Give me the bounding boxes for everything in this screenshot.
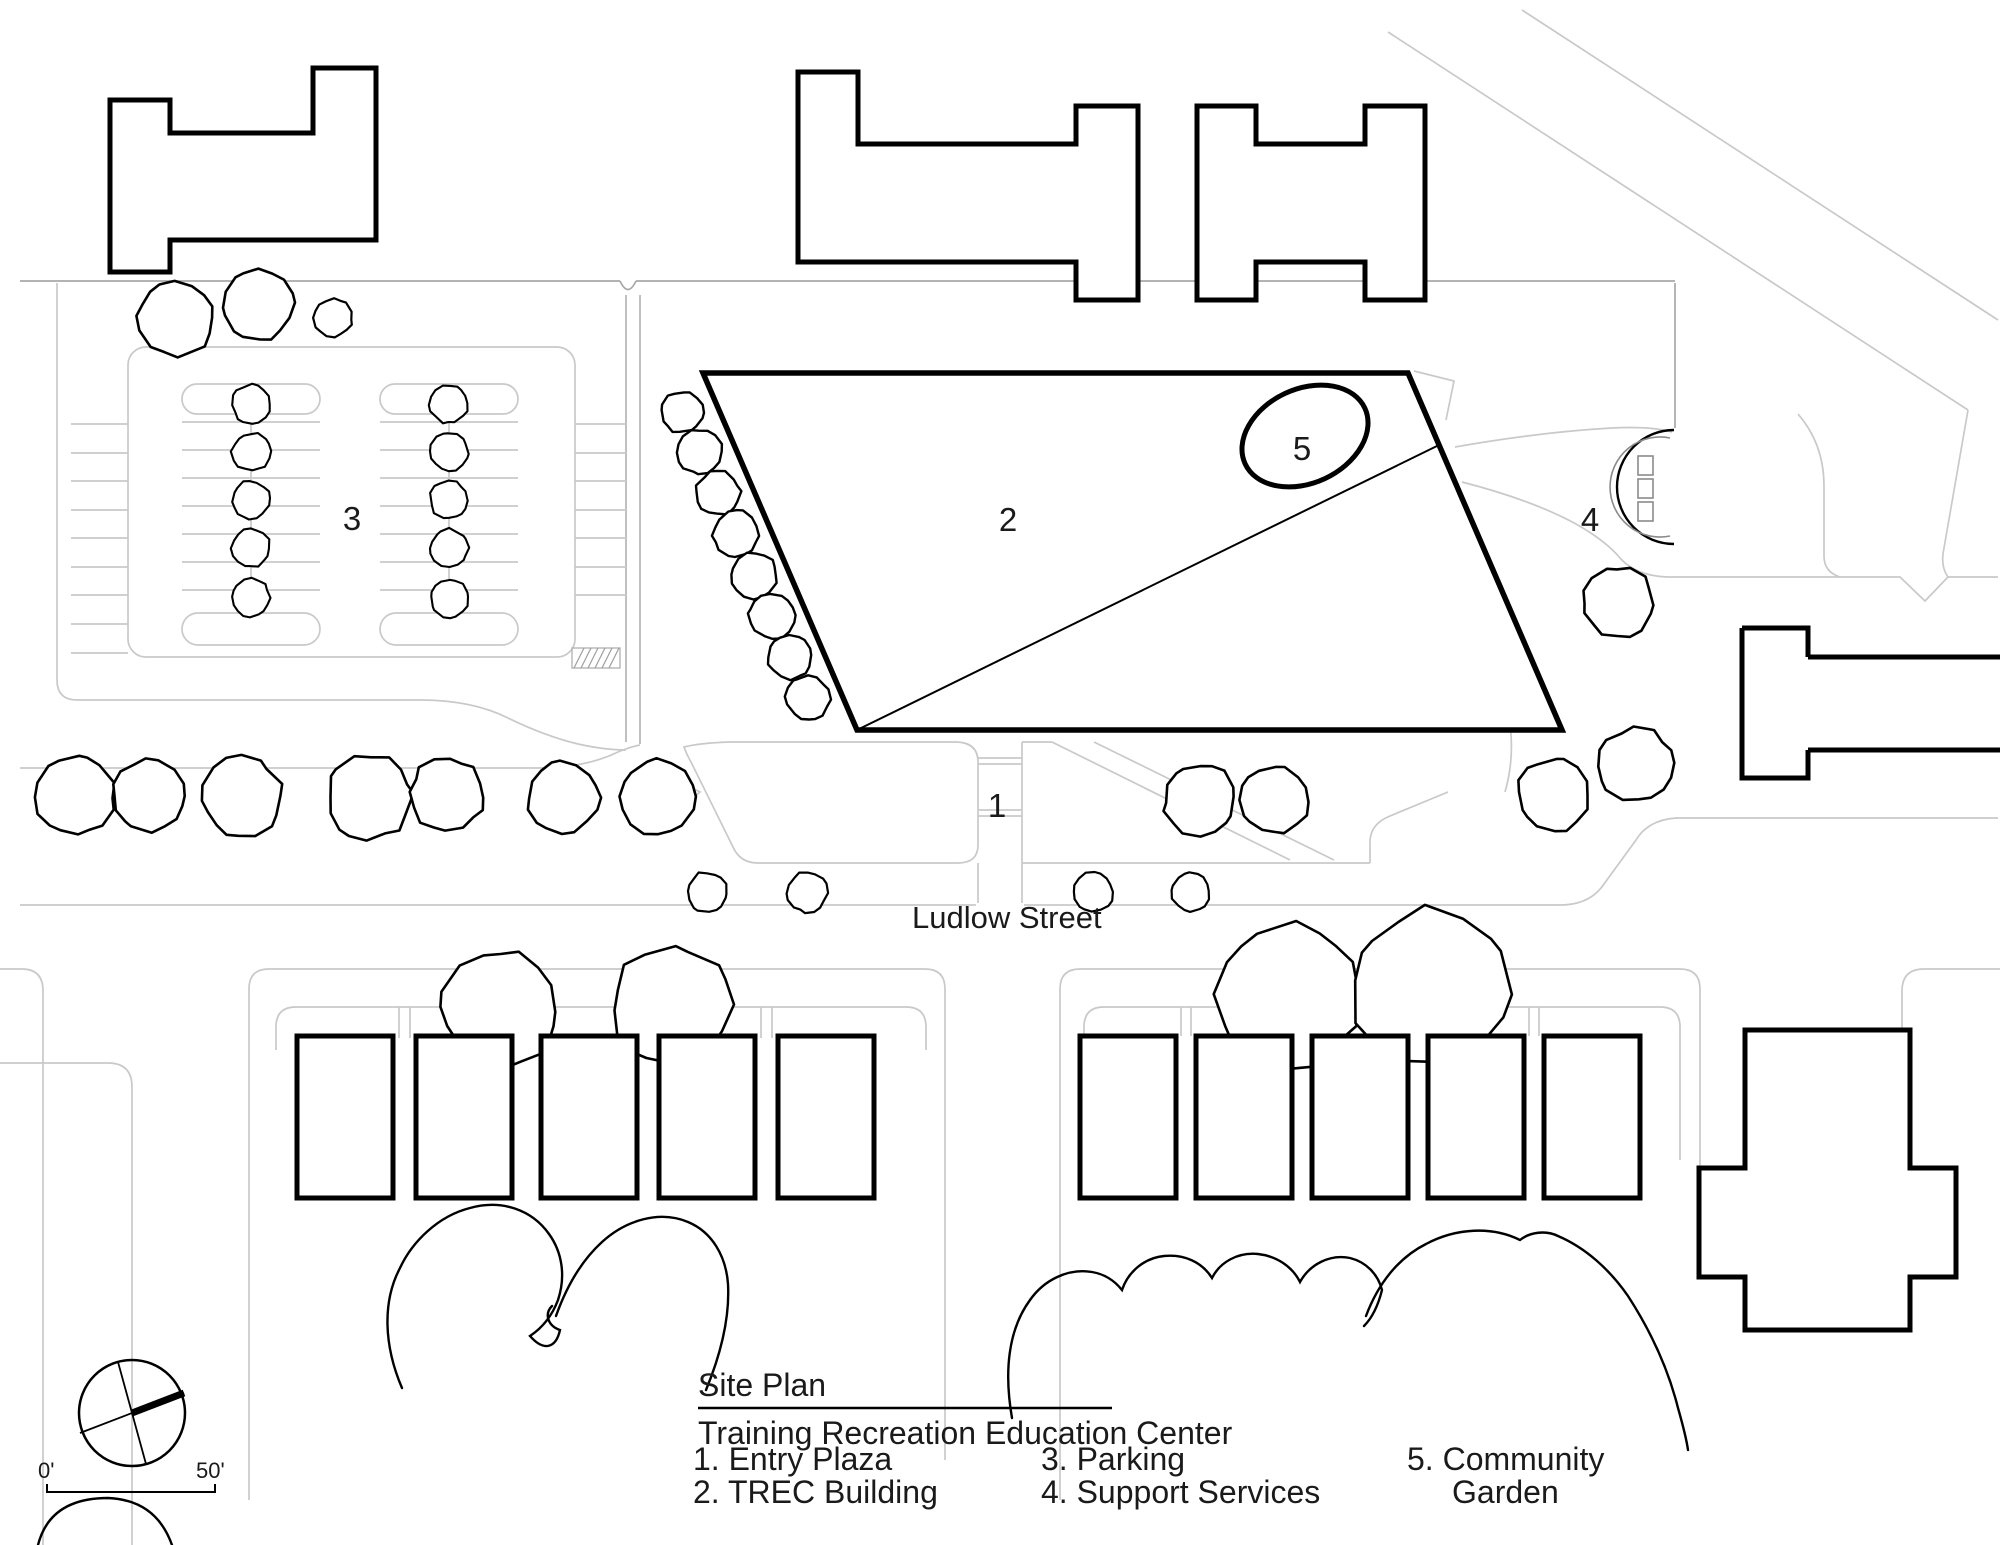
- street-tree: [526, 759, 603, 836]
- scale-start-label: 0': [38, 1458, 54, 1483]
- tree: [429, 479, 469, 520]
- tree: [231, 576, 272, 619]
- scale-bar: 0' 50': [38, 1458, 225, 1493]
- tree: [231, 480, 272, 521]
- street-tree: [408, 757, 485, 832]
- legend-item-4: 4. Support Services: [1041, 1474, 1320, 1510]
- street-tree: [329, 754, 415, 842]
- tree: [694, 469, 743, 516]
- label-entry-plaza: 1: [988, 787, 1006, 824]
- rowhouse: [656, 1033, 758, 1201]
- label-support-services: 4: [1581, 501, 1599, 538]
- street-tree: [112, 757, 186, 834]
- rowhouse: [775, 1033, 877, 1201]
- rowhouse: [1077, 1033, 1179, 1201]
- rowhouse: [1193, 1033, 1295, 1201]
- building-top-left: [107, 65, 379, 275]
- legend-item-3: 3. Parking: [1041, 1441, 1185, 1477]
- tree: [766, 633, 813, 682]
- plan-number-labels: 1 2 3 4 5: [343, 430, 1599, 824]
- hatch-pad: [571, 647, 621, 669]
- scale-end-label: 50': [196, 1458, 225, 1483]
- trec-building: [698, 370, 1567, 733]
- tree: [229, 431, 273, 472]
- plan-details: [856, 382, 1440, 731]
- trec-roof-diagonal: [856, 444, 1440, 731]
- label-parking: 3: [343, 500, 361, 537]
- tree: [428, 526, 471, 569]
- rowhouse: [1541, 1033, 1643, 1201]
- legend-item-5-line2: Garden: [1452, 1474, 1559, 1510]
- north-arrow: [77, 1358, 187, 1468]
- canopy-trees: [36, 1203, 1690, 1545]
- tree: [746, 592, 797, 640]
- tree: [660, 391, 706, 434]
- tree: [430, 578, 470, 620]
- rowhouse: [413, 1033, 515, 1201]
- tree: [427, 384, 469, 425]
- street-tree: [1597, 725, 1676, 802]
- buildings: [107, 65, 2000, 1333]
- titleblock-title: Site Plan: [698, 1367, 826, 1403]
- label-trec-building: 2: [999, 501, 1017, 538]
- street-tree: [1170, 871, 1211, 913]
- tree: [710, 508, 761, 559]
- tree: [1582, 566, 1655, 639]
- street-tree: [1072, 870, 1114, 913]
- street-label: Ludlow Street: [912, 900, 1102, 935]
- row-houses: [294, 1033, 1643, 1201]
- tree: [231, 382, 271, 425]
- tree-layer: [33, 267, 1676, 1072]
- tree: [312, 297, 353, 339]
- street-tree: [1517, 757, 1589, 833]
- title-block: Site Plan Training Recreation Education …: [693, 1367, 1604, 1510]
- titleblock-subtitle: Training Recreation Education Center: [698, 1415, 1233, 1451]
- tree: [783, 674, 833, 721]
- tree: [221, 267, 297, 341]
- street-tree: [618, 756, 698, 836]
- tree: [730, 551, 778, 601]
- tree: [135, 279, 214, 359]
- i-building-right: [1739, 625, 2000, 781]
- label-community-garden: 5: [1293, 430, 1311, 467]
- rowhouse: [294, 1033, 396, 1201]
- tree: [428, 432, 470, 473]
- support-services-structure: [1609, 428, 1675, 546]
- tree: [675, 429, 724, 476]
- legend-item-5-line1: 5. Community: [1407, 1441, 1604, 1477]
- street-tree: [200, 753, 284, 838]
- community-garden-ellipse: [1239, 382, 1371, 490]
- cross-building: [1696, 1027, 1959, 1333]
- street-tree: [33, 754, 116, 836]
- building-top-middle: [795, 69, 1141, 303]
- north-pointer: [130, 1389, 186, 1417]
- rowhouse: [1309, 1033, 1411, 1201]
- legend-item-1: 1. Entry Plaza: [693, 1441, 892, 1477]
- legend-item-2: 2. TREC Building: [693, 1474, 938, 1510]
- street-tree: [1162, 764, 1235, 838]
- street-tree: [686, 871, 728, 913]
- rowhouse: [1425, 1033, 1527, 1201]
- building-top-right-h: [1194, 103, 1428, 303]
- street-tree: [1238, 765, 1310, 835]
- tree: [229, 527, 271, 568]
- rowhouse: [538, 1033, 640, 1201]
- street-tree: [785, 871, 830, 915]
